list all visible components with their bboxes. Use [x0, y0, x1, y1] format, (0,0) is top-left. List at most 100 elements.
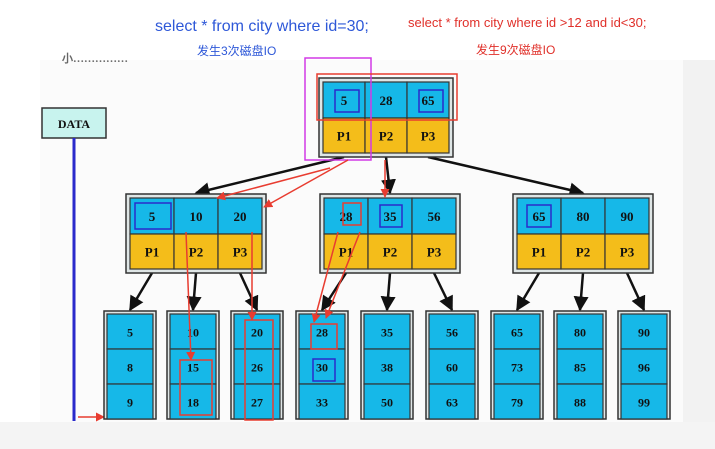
leaf-value: 33	[316, 396, 328, 410]
magenta-highlight-box	[304, 57, 372, 161]
internal-node-2-key-cell	[367, 197, 413, 235]
leaf-cell	[298, 383, 346, 420]
leaf-value: 20	[251, 326, 263, 340]
internal-node-2-key-label: 28	[340, 209, 354, 224]
root-node-ptr-cell	[364, 117, 408, 154]
leaf-value: 18	[187, 396, 199, 410]
leaf-cell	[428, 348, 476, 385]
blue-key-highlight	[134, 202, 172, 230]
internal-node-3-ptr-label: P1	[532, 245, 546, 260]
leaf-cell	[620, 383, 668, 420]
leaf-value: 8	[127, 361, 133, 375]
leaf-value: 88	[574, 396, 586, 410]
query-equal-io-caption: 发生3次磁盘IO	[197, 44, 277, 58]
query-range-caption: select * from city where id >12 and id<3…	[408, 15, 647, 30]
tree-edge	[573, 272, 589, 312]
internal-node-1-key-cell	[173, 197, 219, 235]
internal-node-1-key-label: 10	[190, 209, 203, 224]
root-node-ptr-label: P1	[337, 129, 351, 144]
internal-node-1-key-cell	[129, 197, 175, 235]
leaf-node-1: 589	[103, 310, 157, 420]
internal-node-3-ptr-cell	[604, 233, 650, 270]
root-node-key-label: 5	[341, 93, 348, 108]
internal-node-2-ptr-label: P3	[427, 245, 442, 260]
root-node-key-label: 65	[422, 93, 436, 108]
red-highlight-box-root	[316, 73, 458, 121]
leaf-value: 5	[127, 326, 133, 340]
leaf-cell	[363, 348, 411, 385]
internal-node-2-key-label: 35	[384, 209, 398, 224]
internal-node-2-ptr-label: P2	[383, 245, 397, 260]
leaf-value: 38	[381, 361, 393, 375]
bottom-background-strip	[0, 422, 715, 449]
leaf-value: 96	[638, 361, 650, 375]
leaf-value: 90	[638, 326, 650, 340]
internal-node-2-ptr-label: P1	[339, 245, 353, 260]
leaf-value: 27	[251, 396, 263, 410]
root-node-ptr-label: P2	[379, 129, 393, 144]
blue-key-highlight	[526, 204, 552, 228]
red-key-highlight	[342, 202, 362, 226]
internal-node-3-key-cell	[604, 197, 650, 235]
internal-node-1-ptr-label: P1	[145, 245, 159, 260]
leaf-cell	[556, 313, 604, 350]
leaf-cell	[428, 383, 476, 420]
leaf-cell	[428, 313, 476, 350]
tree-edge	[194, 155, 345, 198]
internal-node-3-key-label: 90	[621, 209, 634, 224]
red-path-arrow	[311, 231, 339, 323]
root-node-ptr-cell	[406, 117, 450, 154]
leaf-value: 65	[511, 326, 523, 340]
red-path-arrow	[263, 159, 349, 208]
leaf-cell	[556, 348, 604, 385]
leaf-cell	[493, 313, 541, 350]
leaf-value: 26	[251, 361, 263, 375]
tree-edge	[381, 156, 396, 195]
red-path-arrow	[185, 231, 196, 361]
leaf-cell	[169, 383, 217, 420]
leaf-value: 50	[381, 396, 393, 410]
tree-edge	[427, 155, 585, 198]
leaf-value: 80	[574, 326, 586, 340]
red-path-arrow	[216, 167, 331, 201]
leaf-value: 35	[381, 326, 393, 340]
root-node-key-label: 28	[380, 93, 394, 108]
tree-edge	[128, 272, 154, 312]
internal-node-2-ptr-cell	[367, 233, 413, 270]
internal-node-1-key-label: 20	[234, 209, 247, 224]
internal-node-1-ptr-cell	[129, 233, 175, 270]
internal-node-3-ptr-cell	[560, 233, 606, 270]
svg-text:DATA: DATA	[58, 117, 91, 131]
internal-node-3-key-cell	[560, 197, 606, 235]
internal-node-1-ptr-label: P2	[189, 245, 203, 260]
internal-node-1-ptr-label: P3	[233, 245, 248, 260]
root-node-ptr-label: P3	[421, 129, 436, 144]
red-leaf-highlight	[244, 319, 274, 421]
blue-key-highlight	[312, 358, 336, 382]
tree-edge	[238, 272, 259, 312]
red-path-arrow	[324, 231, 361, 319]
root-node-key-cell	[364, 81, 408, 119]
blue-key-highlight	[379, 204, 403, 228]
tree-edge	[380, 272, 396, 312]
internal-node-1-key-label: 5	[149, 209, 156, 224]
leaf-value: 28	[316, 326, 328, 340]
tree-edges	[128, 155, 646, 312]
leaf-value: 15	[187, 361, 199, 375]
leaf-node-3: 20 26 27	[230, 310, 284, 420]
internal-node-1-key-cell	[217, 197, 263, 235]
leaf-cell	[363, 383, 411, 420]
leaf-cell	[106, 313, 154, 350]
internal-node-2-ptr-cell	[411, 233, 457, 270]
leaf-cell	[620, 313, 668, 350]
internal-node-2-key-label: 56	[428, 209, 442, 224]
